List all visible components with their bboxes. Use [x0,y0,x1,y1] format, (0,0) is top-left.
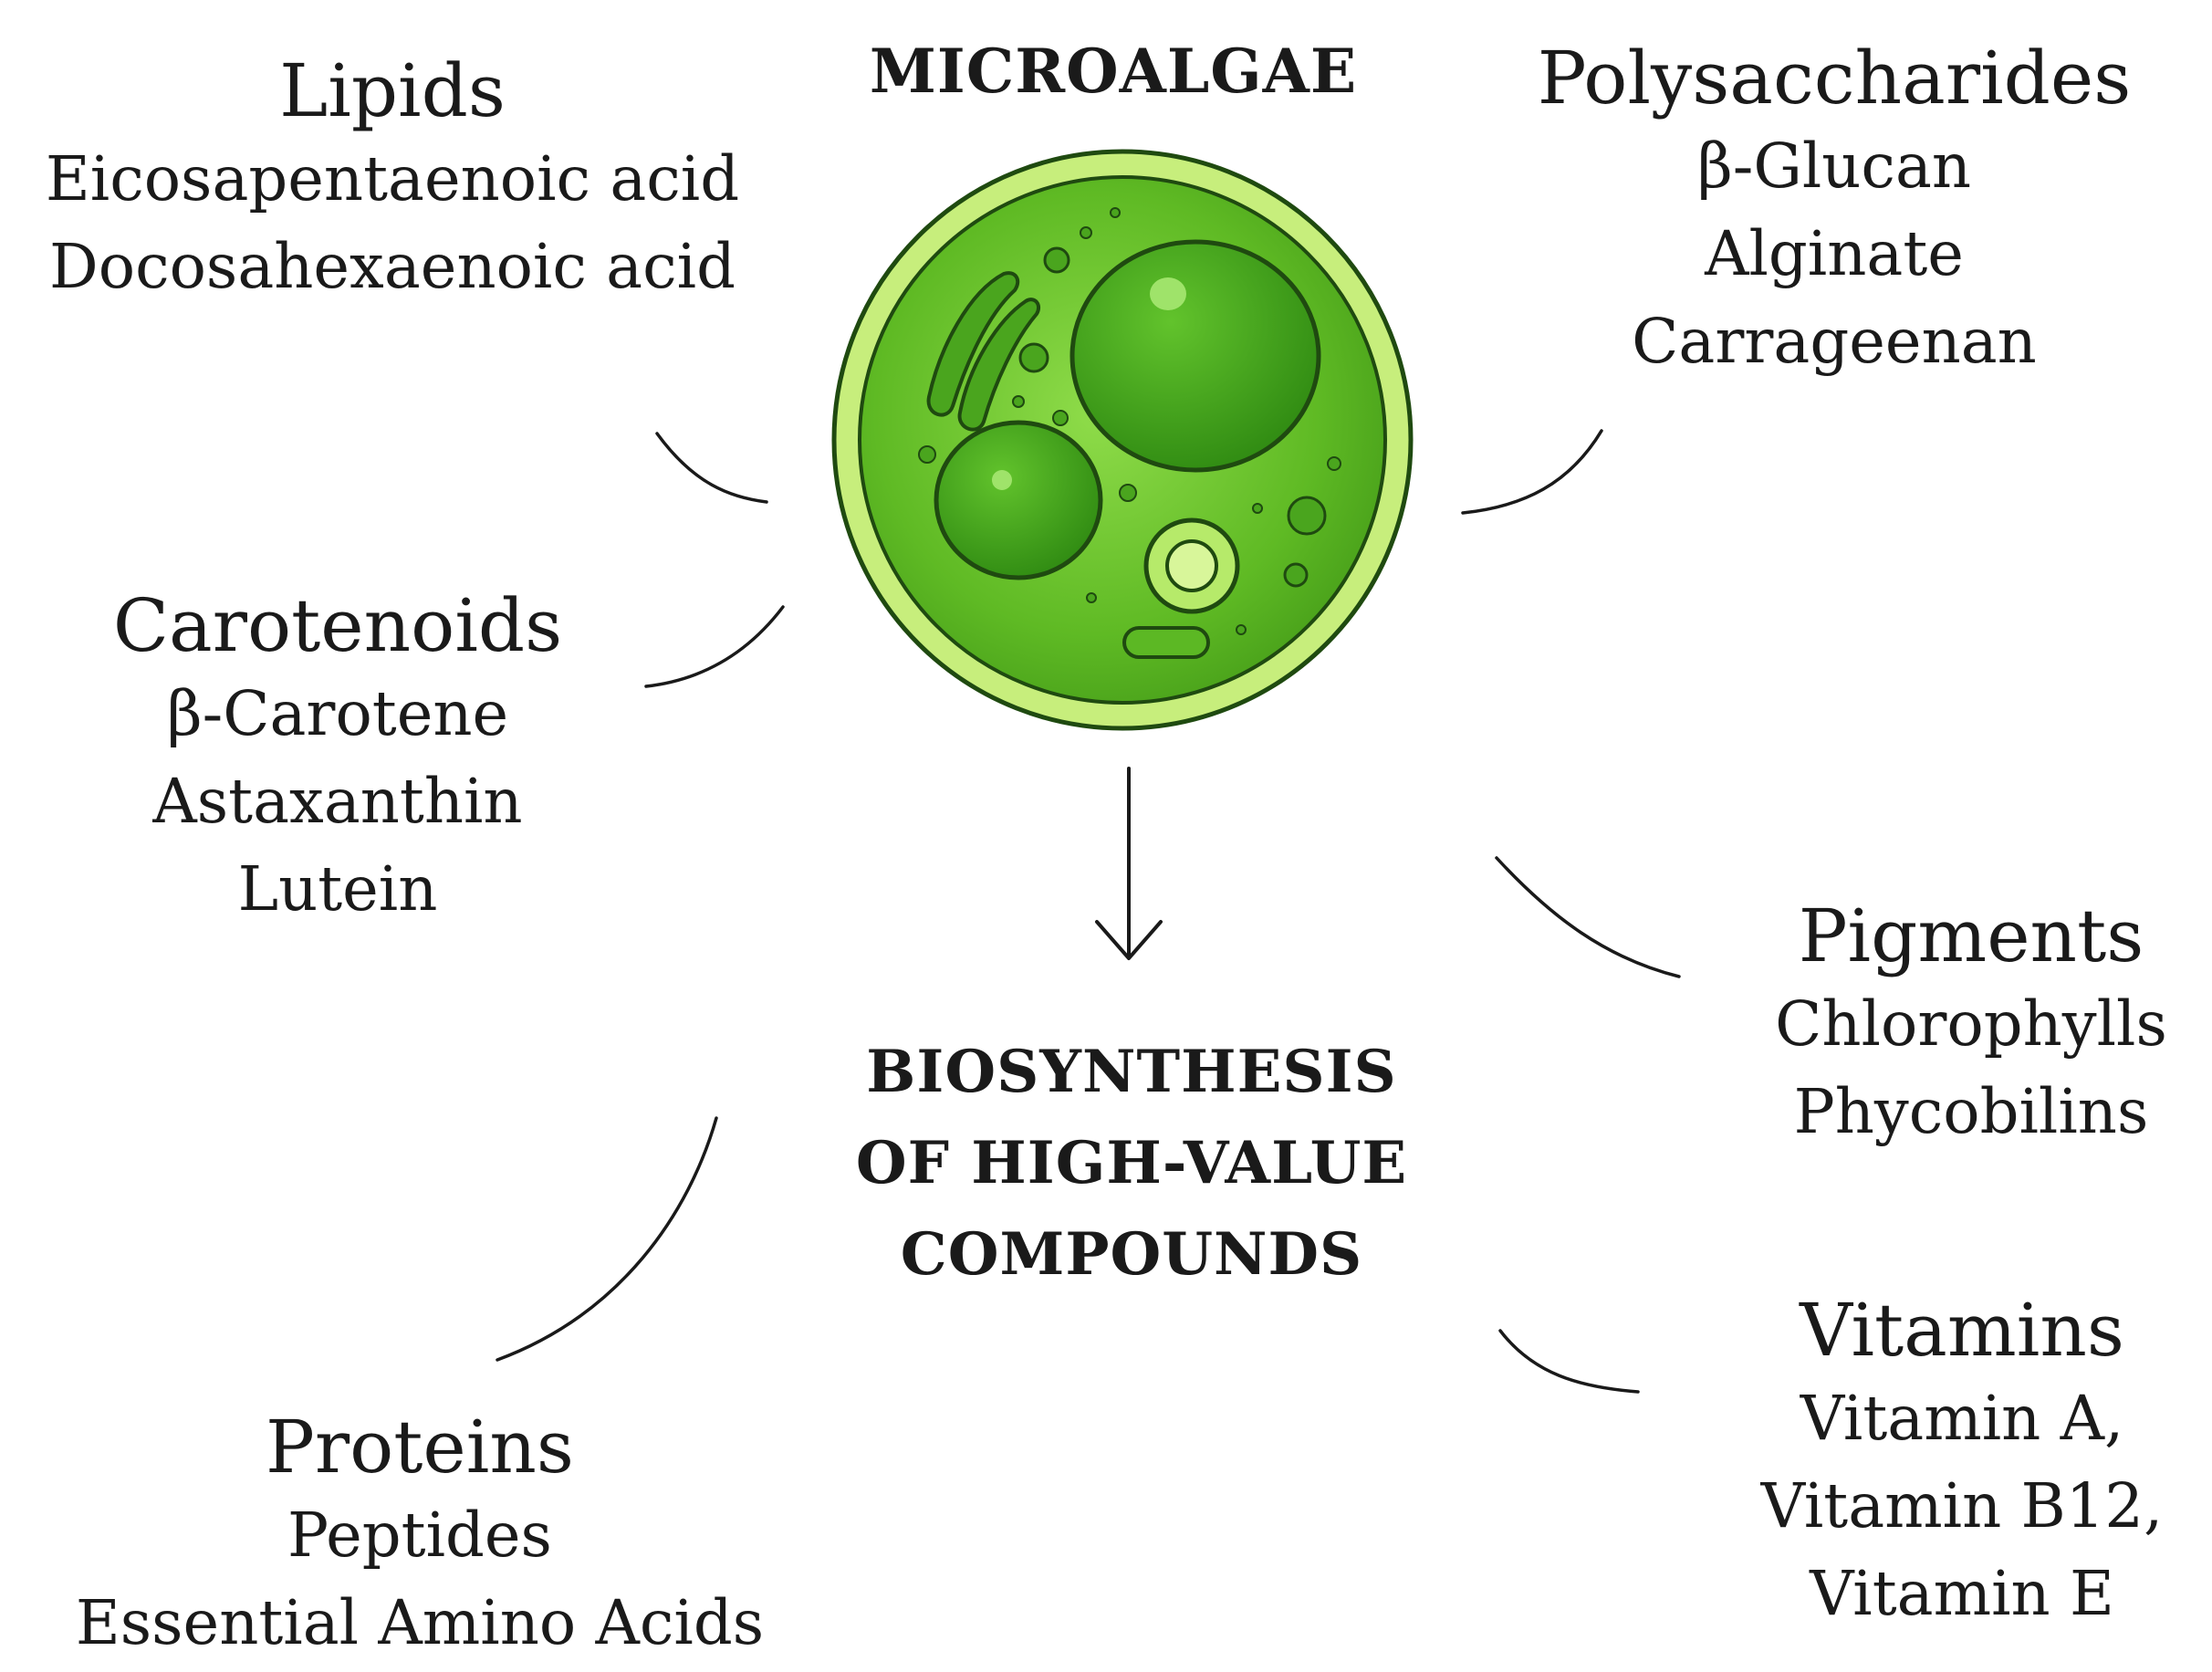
connector-pigments [1495,856,1681,978]
group-item: Lutein [237,853,438,925]
group-carotenoids: Carotenoids β-Carotene Astaxanthin Lutei… [64,582,611,933]
small-vacuole [934,420,1103,580]
organelle [1043,246,1070,274]
center-title-line: COMPOUNDS [900,1220,1363,1289]
connector-proteins [496,1116,718,1362]
microalgae-cell-illustration [831,149,1414,731]
organelle [1236,624,1247,635]
group-vitamins: Vitamins Vitamin A, Vitamin B12, Vitamin… [1716,1287,2208,1637]
center-title-line: BIOSYNTHESIS [866,1038,1397,1106]
group-item: Vitamin E [1810,1558,2114,1629]
organelle [1287,496,1327,536]
small-vacuole-highlight [992,470,1012,490]
group-item: Astaxanthin [152,766,523,837]
organelle [1283,562,1309,588]
center-title-line: OF HIGH-VALUE [855,1129,1408,1197]
group-item: Phycobilins [1793,1076,2149,1147]
organelle [1080,226,1092,239]
group-heading: Proteins [266,1405,574,1489]
connector-vitamins [1498,1329,1640,1394]
large-vacuole-highlight [1150,277,1186,310]
page-title: MICROALGAE [869,36,1358,107]
group-item: Carrageenan [1632,306,2037,377]
organelle [1086,592,1097,603]
connector-polysaccharides [1461,429,1603,515]
organelle [1119,484,1137,502]
group-polysaccharides: Polysaccharides β-Glucan Alginate Carrag… [1478,35,2190,385]
organelle [1052,410,1069,426]
organelle [1110,207,1121,218]
group-item: β-Glucan [1696,131,1972,202]
group-heading: Pigments [1798,893,2144,978]
group-item: Docosahexaenoic acid [49,231,736,302]
organelle [1327,456,1341,471]
group-proteins: Proteins Peptides Essential Amino Acids [37,1404,803,1667]
group-heading: Vitamins [1800,1288,2124,1373]
organelle [1018,342,1049,373]
group-pigments: Pigments Chlorophylls Phycobilins [1734,893,2208,1155]
group-item: Peptides [287,1500,552,1571]
group-lipids: Lipids Eicosapentaenoic acid Docosahexae… [27,47,757,310]
nucleolus [1165,539,1218,592]
group-item: Vitamin A, [1800,1383,2124,1454]
organelle [918,445,936,464]
group-item: β-Carotene [166,678,509,749]
group-heading: Polysaccharides [1537,36,2132,120]
organelle [1252,503,1263,514]
group-item: Chlorophylls [1775,988,2167,1060]
center-title: BIOSYNTHESIS OF HIGH-VALUE COMPOUNDS [785,1027,1478,1301]
organelle [1012,395,1025,408]
chloroplast [957,298,1041,432]
group-heading: Carotenoids [112,583,563,668]
chloroplast [926,271,1020,417]
connector-lines [496,429,1681,1394]
group-item: Essential Amino Acids [75,1587,765,1658]
down-arrow-icon [1095,767,1163,960]
group-item: Eicosapentaenoic acid [45,143,740,214]
connector-carotenoids [644,605,785,688]
group-item: Vitamin B12, [1760,1470,2164,1541]
group-heading: Lipids [279,48,506,133]
group-item: Alginate [1705,218,1964,289]
mitochondrion [1122,626,1210,659]
connector-lipids [655,432,768,504]
large-vacuole [1069,239,1321,473]
